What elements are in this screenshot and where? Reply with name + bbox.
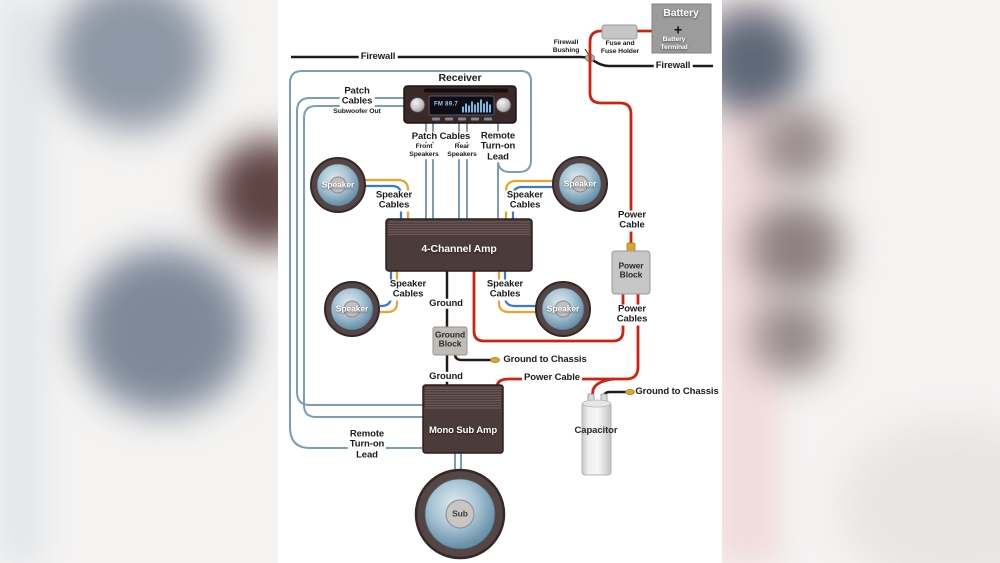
ground-to-chassis-label-2: Ground to Chassis	[635, 385, 719, 397]
power-cable-block-to-mono-amp	[495, 294, 640, 388]
ring-terminal-tip	[625, 388, 635, 395]
bushing-leader-line	[584, 48, 590, 56]
rear-speakers-label: Rear Speakers	[445, 143, 479, 159]
ground-block-label: Ground Block	[434, 329, 466, 349]
fuse-holder	[601, 24, 638, 40]
remote-turn-on-lead-label-top: Remote Turn-on Lead	[478, 130, 518, 163]
sub-label: Sub	[452, 508, 468, 519]
firewall-bushing-label: Firewall Bushing	[550, 39, 582, 55]
subwoofer-out-label: Subwoofer Out	[331, 108, 383, 116]
firewall-label-left: Firewall	[358, 50, 398, 63]
four-channel-amp-label: 4-Channel Amp	[421, 243, 497, 256]
speaker-label-br: Speaker	[546, 303, 580, 314]
front-speakers-label: Front Speakers	[407, 143, 441, 159]
speaker-label-tr: Speaker	[563, 178, 597, 189]
power-cable-label-horizontal: Power Cable	[522, 371, 582, 384]
subwoofer-patch-wire-2	[303, 105, 424, 418]
ring-terminal-tip	[490, 356, 500, 363]
power-block-box	[611, 250, 651, 295]
background-blob	[748, 200, 843, 295]
receiver-unit	[403, 85, 517, 124]
patch-cable-wires	[289, 70, 532, 472]
speaker-wire	[364, 178, 410, 219]
remote-lead-wire-to-mono-amp	[289, 70, 532, 449]
mono-sub-amp-label: Mono Sub Amp	[428, 424, 498, 436]
equalizer-icon	[462, 99, 491, 113]
ground-block-box	[432, 326, 468, 356]
battery-plus-sign: +	[673, 21, 683, 38]
tuning-knob	[495, 97, 512, 113]
battery-title: Battery	[663, 7, 699, 20]
background-blob	[78, 248, 248, 413]
fuse-holder-label: Fuse and Fuse Holder	[598, 40, 642, 56]
speaker-cables-label-tr: Speaker Cables	[504, 189, 546, 212]
speaker-cables-label-br: Speaker Cables	[484, 278, 526, 301]
power-cable-capacitor-branch	[590, 377, 615, 401]
ground-label-lower: Ground	[427, 370, 465, 383]
battery-box	[651, 3, 712, 54]
remote-turn-on-lead-label-bottom: Remote Turn-on Lead	[347, 428, 387, 461]
power-wires	[472, 29, 653, 401]
speaker-cables-label-bl: Speaker Cables	[387, 278, 429, 301]
mono-sub-amp-box	[422, 384, 504, 454]
background-blob	[752, 297, 832, 377]
power-cable-battery-to-block	[588, 29, 653, 246]
power-cable-label-vertical: Power Cable	[615, 209, 649, 232]
background-blob	[55, 0, 210, 130]
heatsink-fins	[388, 221, 530, 236]
battery-terminal-label: Battery Terminal	[660, 36, 688, 51]
speaker-cables-label-tl: Speaker Cables	[373, 189, 415, 212]
speaker-wire	[497, 271, 537, 314]
patch-cables-label: Patch Cables	[409, 130, 473, 143]
firewall-label-right: Firewall	[653, 59, 693, 72]
speaker-wire	[380, 271, 399, 314]
subwoofer	[414, 468, 506, 560]
ground-to-chassis-label-1: Ground to Chassis	[503, 353, 587, 365]
capacitor-cylinder	[581, 393, 612, 476]
patch-cables-subwoofer-label: Patch Cables	[339, 85, 375, 108]
power-cable-block-to-4ch-amp	[472, 271, 625, 343]
four-channel-amp-box	[385, 218, 533, 272]
receiver-buttons	[432, 117, 492, 121]
power-cables-label: Power Cables	[614, 303, 650, 326]
heatsink-fins	[425, 387, 501, 409]
power-block-label: Power Block	[618, 260, 644, 280]
background-strip-left	[0, 0, 42, 563]
background-blob	[757, 105, 837, 185]
capacitor-label: Capacitor	[574, 424, 618, 436]
firewall-line	[291, 55, 713, 68]
speaker-label-bl: Speaker	[335, 303, 369, 314]
volume-knob	[409, 97, 426, 113]
receiver-title: Receiver	[438, 72, 482, 85]
receiver-display-text: FM 89.7	[433, 101, 459, 108]
ground-label-upper: Ground	[427, 297, 465, 310]
speaker-label-tl: Speaker	[321, 179, 355, 190]
cd-slot	[424, 88, 508, 93]
